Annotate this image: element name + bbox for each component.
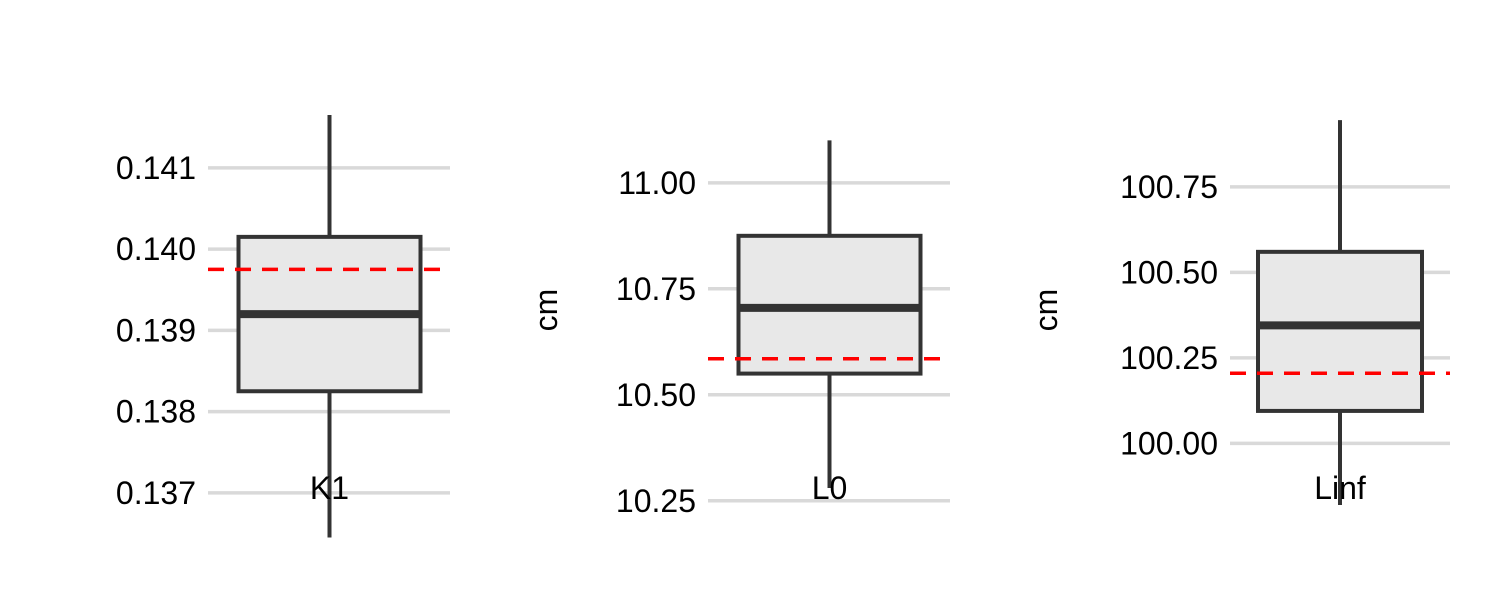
y-tick-label: 100.25 [1120, 340, 1218, 376]
iqr-box [1256, 249, 1424, 413]
y-tick-label: 10.75 [616, 271, 696, 307]
y-tick-label: 11.00 [618, 165, 696, 201]
y-tick-label: 0.139 [116, 312, 196, 348]
y-axis-label: cm [1028, 289, 1064, 332]
y-tick-label: 10.50 [616, 377, 696, 413]
y-axis-label: cm [528, 289, 564, 332]
y-tick-label: 0.138 [116, 394, 196, 430]
y-tick-label: 100.50 [1120, 254, 1218, 290]
x-category-label: Linf [1314, 470, 1366, 506]
y-tick-label: 0.137 [116, 475, 196, 511]
y-tick-label: 0.141 [116, 150, 196, 186]
y-tick-label: 0.140 [116, 231, 196, 267]
y-tick-label: 10.25 [616, 483, 696, 519]
y-tick-label: 100.00 [1120, 425, 1218, 461]
y-tick-label: 100.75 [1120, 169, 1218, 205]
x-category-label: K1 [310, 470, 349, 506]
x-category-label: L0 [812, 470, 848, 506]
